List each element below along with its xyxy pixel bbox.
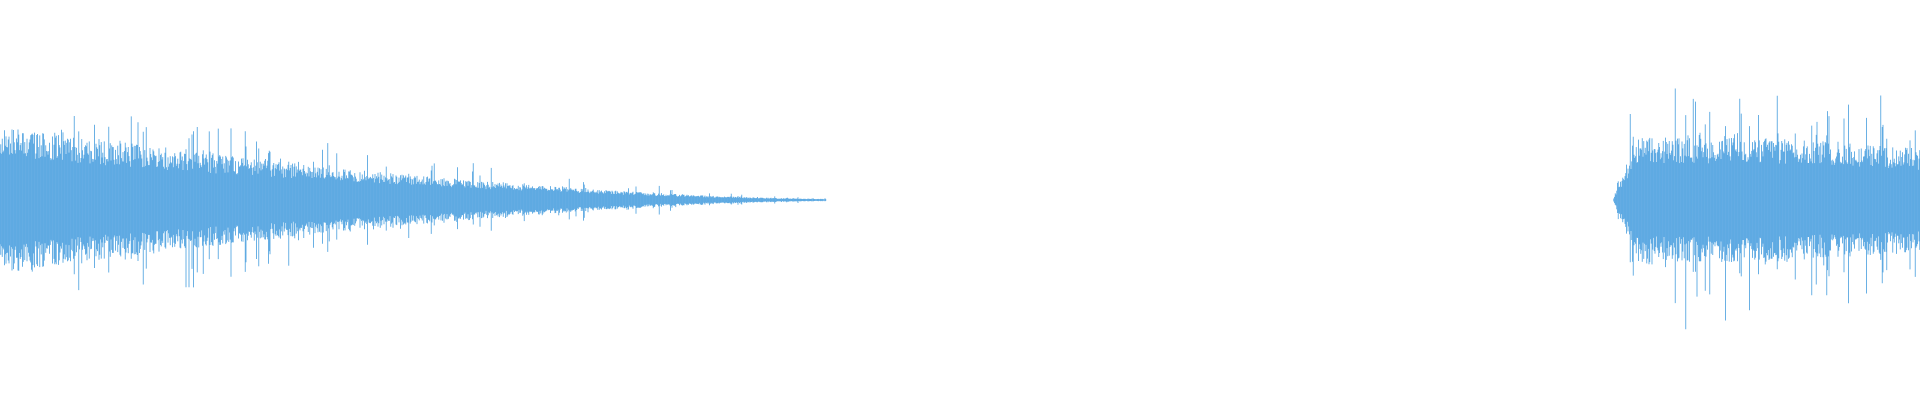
waveform-segment-1 bbox=[0, 116, 827, 291]
waveform-segment-2 bbox=[1613, 88, 1920, 330]
